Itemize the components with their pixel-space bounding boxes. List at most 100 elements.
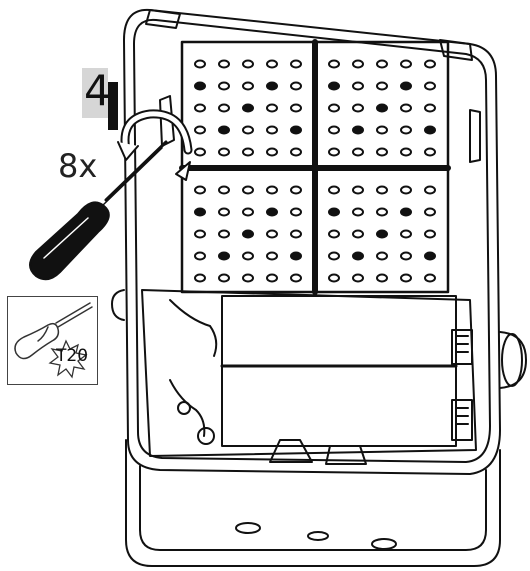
led-lens [266,103,278,113]
led-lens [218,81,230,91]
led-lens [424,81,436,91]
led-lens [266,229,278,239]
led-lens [400,229,412,239]
led-lens [266,81,278,91]
led-lens [352,125,364,135]
led-lens [266,125,278,135]
led-lens [194,185,206,195]
led-lens [242,251,254,261]
led-lens [328,207,340,217]
led-lens [352,147,364,157]
led-lens [194,103,206,113]
led-lens [242,81,254,91]
led-lens [376,81,388,91]
led-lens [328,59,340,69]
led-lens [242,59,254,69]
led-lens [218,125,230,135]
screwdriver-icon [14,302,93,379]
torx-star-icon [48,339,88,379]
led-lens [352,273,364,283]
led-lens [218,273,230,283]
led-lens [424,229,436,239]
led-lens [376,125,388,135]
housing-inner-outline [133,18,491,463]
led-lens [266,273,278,283]
led-lens [218,103,230,113]
led-lens [290,103,302,113]
led-lens [328,125,340,135]
led-lens [400,185,412,195]
led-lens [352,81,364,91]
led-lens [376,251,388,261]
led-lens [352,59,364,69]
screw-count: 8x [58,147,98,185]
led-lens [400,207,412,217]
led-lens [352,229,364,239]
screwdriver-handle [29,201,110,281]
led-lens [376,207,388,217]
driver-box-upper [221,295,457,367]
led-lens [218,59,230,69]
led-lens [218,251,230,261]
step-number-box [82,68,108,118]
led-lens [242,103,254,113]
led-lens [290,147,302,157]
led-lens [328,251,340,261]
led-lens [400,81,412,91]
led-lens [376,147,388,157]
led-lens [424,147,436,157]
step-number-bar [108,82,118,130]
led-lens [424,103,436,113]
led-lens [242,147,254,157]
led-lens [194,59,206,69]
led-lens [328,103,340,113]
led-lens [352,207,364,217]
housing-outline [123,8,501,475]
led-lens [194,125,206,135]
driver-box-lower [221,365,457,447]
led-lens [328,147,340,157]
led-lens [194,251,206,261]
led-lens [400,147,412,157]
led-lens [352,251,364,261]
led-lens [194,147,206,157]
led-lens [424,251,436,261]
led-lens [400,125,412,135]
led-lens [290,59,302,69]
led-lens [376,185,388,195]
led-lens [290,81,302,91]
led-lens [290,251,302,261]
step-number: 4 [84,66,111,115]
led-lens [376,103,388,113]
led-lens [218,147,230,157]
led-lens [194,273,206,283]
mounting-bracket [125,439,501,567]
led-lens [266,185,278,195]
led-lens [218,229,230,239]
led-lens [328,273,340,283]
led-lens [290,273,302,283]
right-pivot [499,331,527,389]
led-lens [424,185,436,195]
led-lens [424,207,436,217]
led-lens [376,229,388,239]
led-lens [266,147,278,157]
led-lens [400,103,412,113]
led-lens [400,59,412,69]
led-lens [290,229,302,239]
led-lens [242,273,254,283]
led-lens [242,207,254,217]
left-pivot [111,289,125,321]
led-lens [290,207,302,217]
led-lens [242,185,254,195]
led-lens [376,59,388,69]
led-lens [290,185,302,195]
led-lens [218,207,230,217]
led-lens [400,251,412,261]
led-lens [242,125,254,135]
screwdriver-shaft [104,140,168,202]
led-lens [424,273,436,283]
led-lens [328,81,340,91]
led-lens [376,273,388,283]
